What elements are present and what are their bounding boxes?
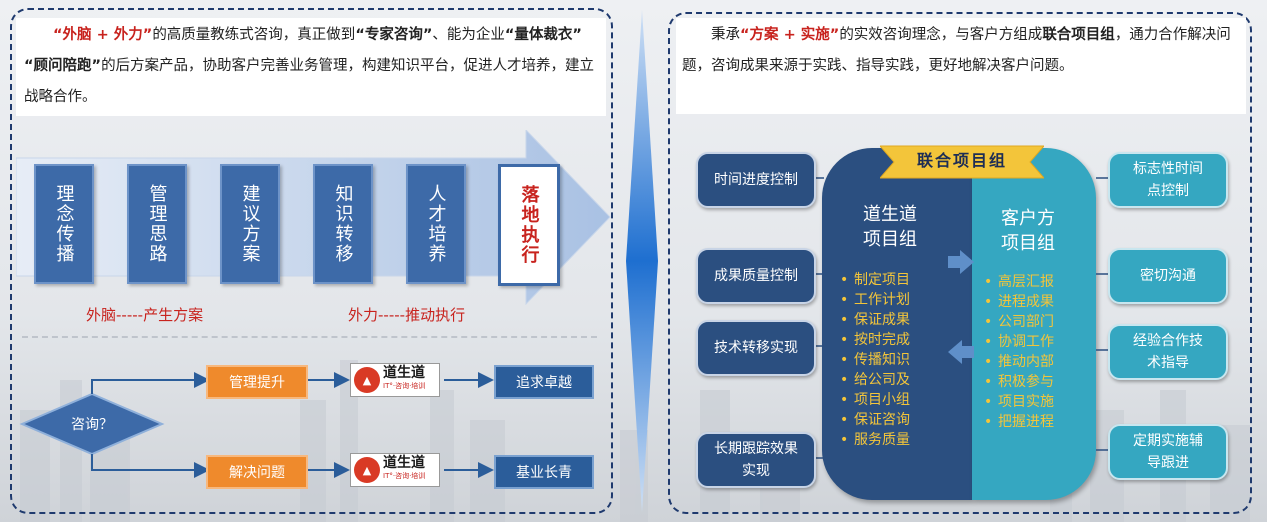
intro-highlight-joint-team: 联合项目组 — [1042, 27, 1115, 43]
list-item: 保证咨询 — [840, 410, 910, 430]
list-item: 制定项目 — [840, 270, 910, 290]
list-item: 协调工作 — [984, 332, 1054, 352]
right-intro-text: 秉承“方案 + 实施”的实效咨询理念，与客户方组成联合项目组，通力合作解决问题，… — [676, 18, 1246, 114]
result-pursue-excellence: 追求卓越 — [494, 365, 594, 399]
client-duty-list: 高层汇报 进程成果 公司部门 协调工作 推动内部 积极参与 项目实施 把握进程 — [984, 272, 1054, 432]
list-item: 传播知识 — [840, 350, 910, 370]
list-item: 工作计划 — [840, 290, 910, 310]
list-item: 项目实施 — [984, 392, 1054, 412]
list-item: 按时完成 — [840, 330, 910, 350]
step-concept-spread: 理念传播 — [34, 164, 94, 284]
action-solve-problems: 解决问题 — [206, 455, 308, 489]
result-lasting-business: 基业长青 — [494, 455, 594, 489]
list-item: 高层汇报 — [984, 272, 1054, 292]
right-panel — [668, 12, 1252, 514]
connector-lines — [810, 177, 1110, 459]
list-item: 进程成果 — [984, 292, 1054, 312]
intro-highlight-tailor: “量体裁衣” “顾问陪跑” — [24, 27, 582, 74]
center-divider-diamond — [626, 10, 658, 512]
list-item: 给公司及 — [840, 370, 910, 390]
box-tech-transfer: 技术转移实现 — [696, 320, 816, 376]
list-item: 保证成果 — [840, 310, 910, 330]
step-talent-training: 人才培养 — [406, 164, 466, 284]
action-management-upgrade: 管理提升 — [206, 365, 308, 399]
left-panel — [10, 8, 613, 514]
intro-highlight-brain-power: “外脑 + 外力” — [53, 27, 153, 43]
box-milestone-control: 标志性时间点控制 — [1108, 152, 1228, 208]
list-item: 积极参与 — [984, 372, 1054, 392]
caption-external-brain: 外脑-----产生方案 — [86, 306, 204, 324]
list-item: 把握进程 — [984, 412, 1054, 432]
decision-flow-lines — [19, 372, 494, 478]
client-group-title: 客户方 项目组 — [1001, 208, 1055, 254]
step-management-idea: 管理思路 — [127, 164, 187, 284]
divider — [22, 336, 597, 338]
intro-highlight-expert: “专家咨询” — [355, 27, 433, 43]
box-schedule-control: 时间进度控制 — [696, 152, 816, 208]
box-close-communication: 密切沟通 — [1108, 248, 1228, 304]
left-intro-text: “外脑 + 外力”的高质量教练式咨询，真正做到“专家咨询”、能为企业“量体裁衣”… — [16, 18, 606, 116]
joint-group-banner: 联合项目组 — [916, 151, 1007, 170]
exchange-arrows-icon — [948, 250, 974, 364]
step-knowledge-transfer: 知识转移 — [313, 164, 373, 284]
list-item: 推动内部 — [984, 352, 1054, 372]
caption-external-force: 外力-----推动执行 — [348, 306, 466, 324]
joint-group-banner-shape — [880, 145, 1044, 179]
daoshengdao-group-title: 道生道 项目组 — [863, 204, 917, 250]
step-implementation: 落地执行 — [498, 164, 560, 286]
box-quality-control: 成果质量控制 — [696, 248, 816, 304]
logo-seal-icon: ▲ — [354, 457, 380, 483]
box-periodic-followup: 定期实施辅导跟进 — [1108, 424, 1228, 480]
list-item: 服务质量 — [840, 430, 910, 450]
box-experience-guidance: 经验合作技术指导 — [1108, 324, 1228, 380]
daoshengdao-duty-list: 制定项目 工作计划 保证成果 按时完成 传播知识 给公司及 项目小组 保证咨询 … — [840, 270, 910, 450]
box-long-term-tracking: 长期跟踪效果实现 — [696, 432, 816, 488]
decision-consult: 咨询？ — [71, 417, 113, 433]
intro-highlight-plan-implement: “方案 + 实施” — [740, 27, 840, 43]
list-item: 项目小组 — [840, 390, 910, 410]
list-item: 公司部门 — [984, 312, 1054, 332]
step-proposal: 建议方案 — [220, 164, 280, 284]
logo-seal-icon: ▲ — [354, 367, 380, 393]
